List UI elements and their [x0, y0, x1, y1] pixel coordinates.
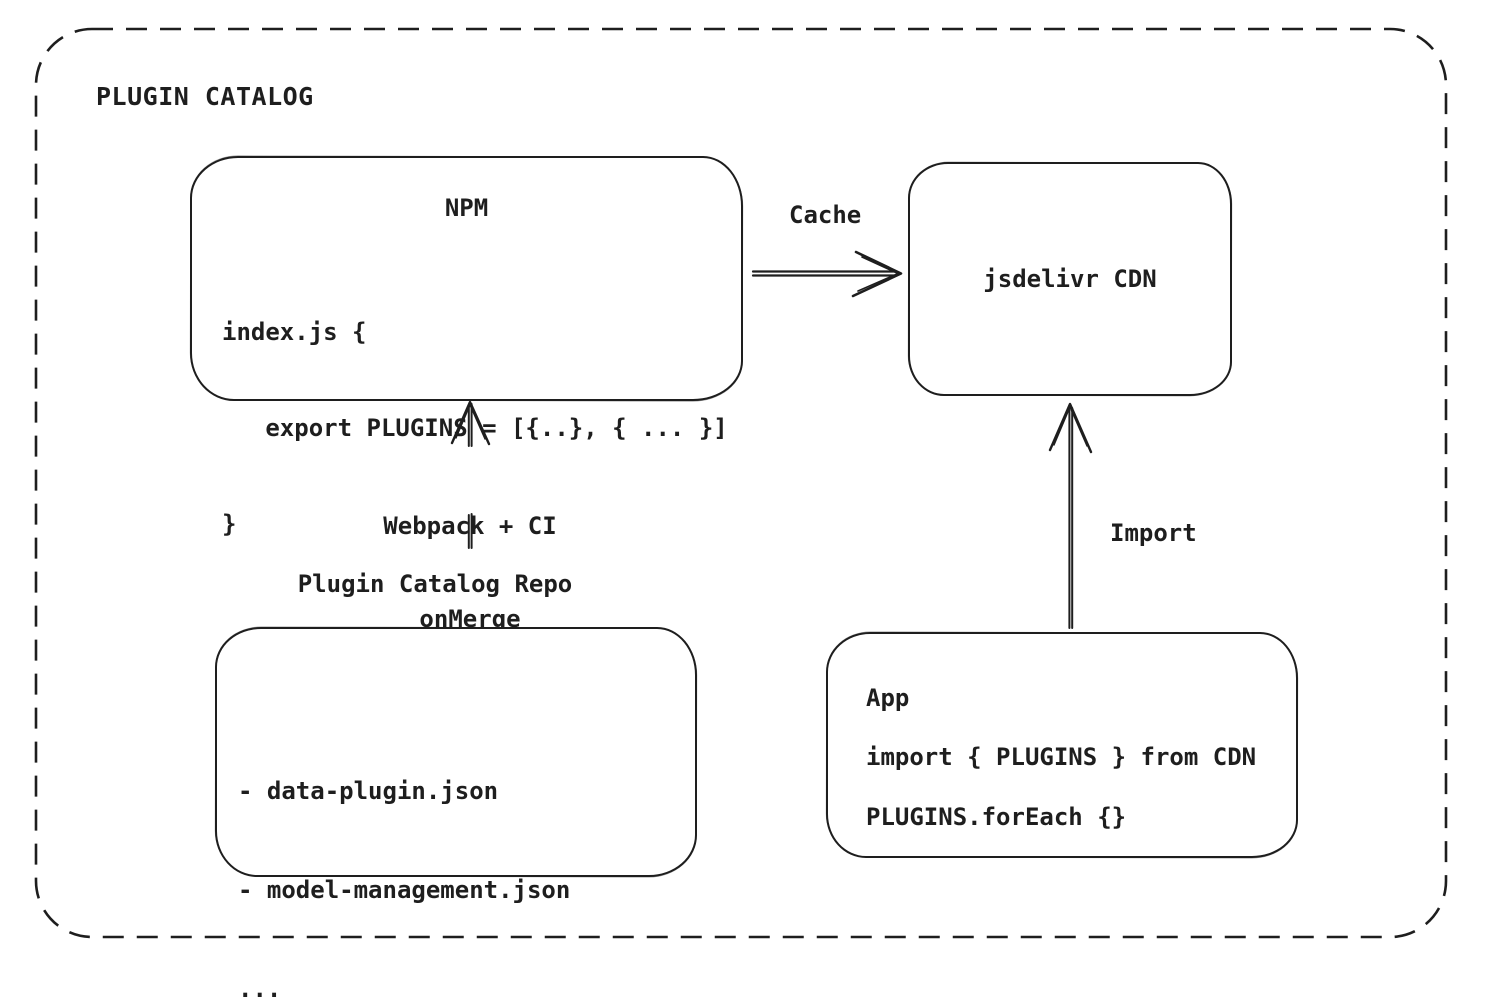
- npm-code-line: export PLUGINS = [{..}, { ... }]: [222, 414, 728, 442]
- npm-title: NPM: [444, 194, 489, 222]
- npm-code-line: index.js {: [222, 318, 367, 346]
- frame-title: PLUGIN CATALOG: [96, 82, 314, 111]
- repo-caption: Plugin Catalog Repo: [297, 570, 573, 598]
- npm-code: index.js { export PLUGINS = [{..}, { ...…: [222, 252, 728, 604]
- repo-file-list: - data-plugin.json - model-management.js…: [238, 709, 570, 1002]
- repo-file-item: - data-plugin.json: [238, 777, 499, 805]
- app-code-line: PLUGINS.forEach {}: [866, 803, 1127, 831]
- node-cdn: jsdelivr CDN: [908, 162, 1232, 396]
- import-arrow: [1048, 402, 1093, 629]
- cdn-label: jsdelivr CDN: [983, 265, 1157, 293]
- repo-file-item: - model-management.json: [238, 876, 571, 904]
- node-app: App import { PLUGINS } from CDN PLUGINS.…: [826, 632, 1298, 858]
- app-code-line: import { PLUGINS } from CDN: [866, 743, 1257, 771]
- node-npm: NPM index.js { export PLUGINS = [{..}, {…: [190, 156, 743, 538]
- node-repo: - data-plugin.json - model-management.js…: [215, 627, 697, 1002]
- cache-arrow: [751, 250, 903, 298]
- build-edge-label-line: Webpack + CI: [383, 512, 557, 540]
- import-edge-label: Import: [1110, 519, 1197, 547]
- npm-code-line: }: [222, 510, 237, 538]
- cache-edge-label: Cache: [789, 201, 862, 229]
- app-title: App: [866, 684, 910, 712]
- repo-file-item: ...: [238, 975, 282, 1002]
